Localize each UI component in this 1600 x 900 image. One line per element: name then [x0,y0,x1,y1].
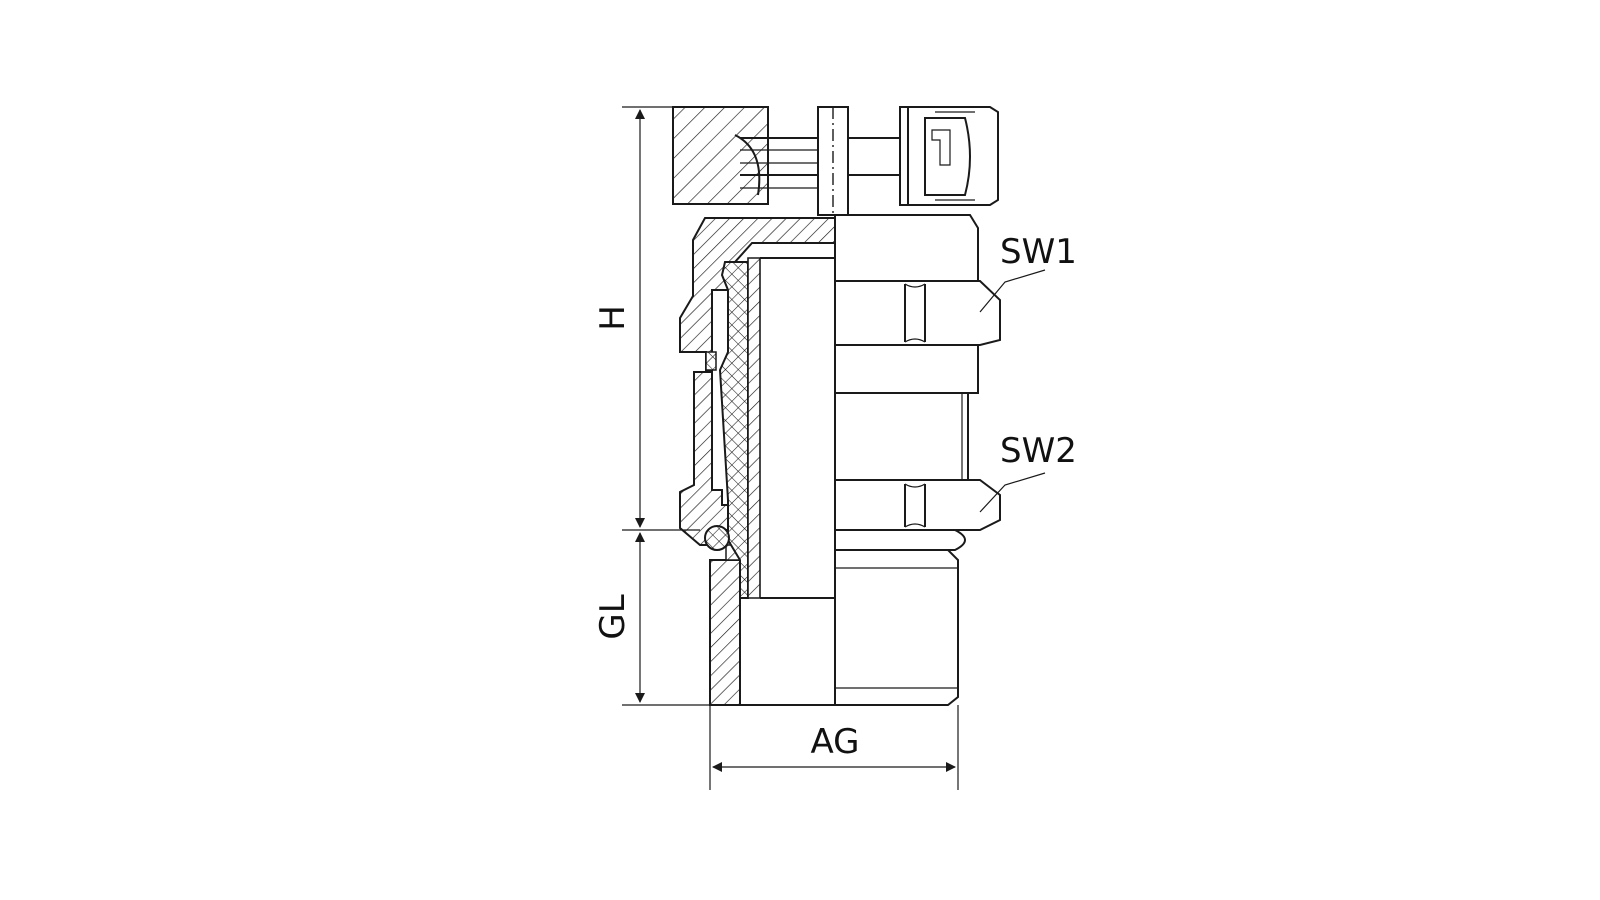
dimension-label-ag: AG [810,722,859,762]
dimension-lines [622,106,1046,790]
dimension-label-h: H [593,305,633,331]
dimension-label-sw1: SW1 [1000,232,1077,272]
dimension-label-sw2: SW2 [1000,431,1077,471]
top-clamp [672,106,999,216]
gland-body-section [679,217,836,706]
dimension-label-gl: GL [593,594,633,639]
gland-body-exterior [834,214,1001,706]
